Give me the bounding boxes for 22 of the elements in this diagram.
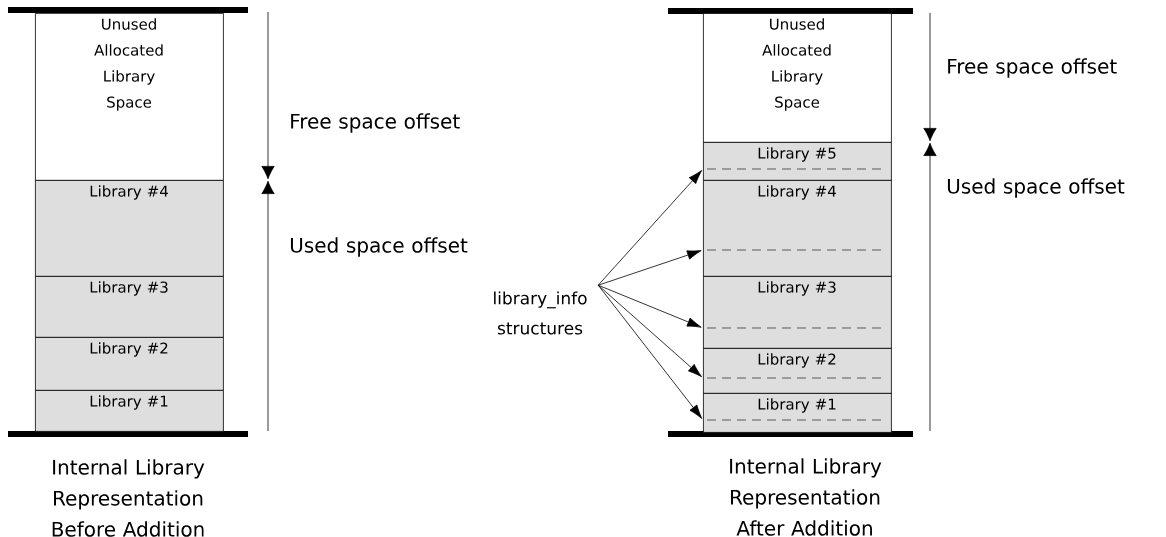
library-block: Library #3 bbox=[35, 276, 224, 338]
dimension-label: Free space offset bbox=[291, 113, 460, 133]
caption: Internal Library Representation After Addition bbox=[730, 458, 882, 536]
callout-text: library_info structures bbox=[494, 291, 587, 335]
dimension-label: Used space offset bbox=[947, 178, 1125, 198]
free-space-block: Unused Allocated Library Space bbox=[703, 13, 892, 143]
leader-arrow bbox=[597, 250, 702, 286]
leader-arrow bbox=[597, 170, 703, 286]
library-block: Library #1 bbox=[703, 393, 892, 433]
dimension-label: Used space offset bbox=[290, 237, 468, 257]
caption: Internal Library Representation Before Addition bbox=[52, 459, 205, 537]
library-block: Library #2 bbox=[703, 348, 892, 394]
library-block: Library #2 bbox=[35, 337, 224, 391]
library-block: Library #1 bbox=[35, 390, 224, 432]
dimension-label: Free space offset bbox=[948, 58, 1117, 78]
leader-arrow bbox=[597, 284, 702, 328]
leader-arrow bbox=[597, 284, 703, 419]
leader-arrow bbox=[597, 284, 702, 378]
library-block: Library #5 bbox=[703, 142, 892, 181]
library-block: Library #4 bbox=[35, 180, 224, 277]
free-space-block: Unused Allocated Library Space bbox=[35, 13, 224, 181]
library-block: Library #3 bbox=[703, 276, 892, 349]
